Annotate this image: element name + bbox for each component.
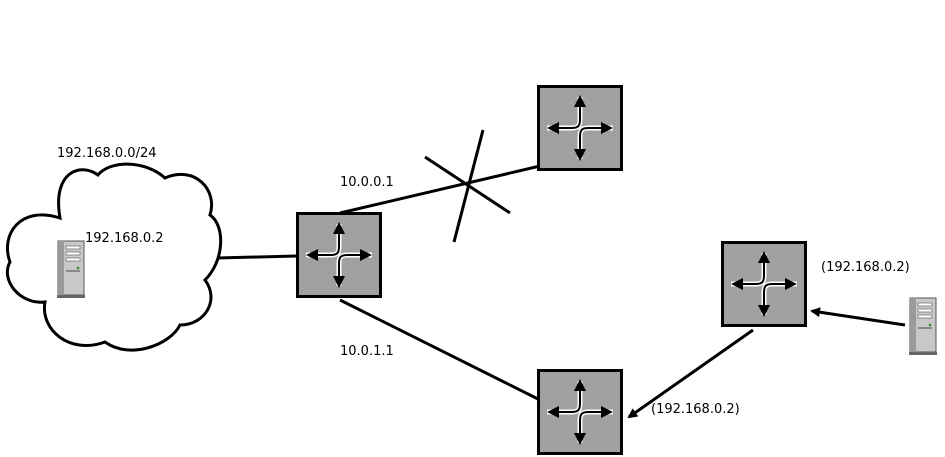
- server-icon[interactable]: [56, 240, 86, 299]
- cloud-network-label: 192.168.0.0/24: [57, 146, 157, 161]
- router-icon[interactable]: [723, 243, 806, 326]
- upper-link: [339, 164, 541, 215]
- cloud-to-router-link: [216, 254, 298, 260]
- server-to-right-router-arrow: [810, 307, 906, 327]
- lower-link-label: 10.0.1.1: [340, 344, 394, 359]
- cloud-host-label: 192.168.0.2: [85, 231, 164, 246]
- router-icon[interactable]: [298, 214, 381, 297]
- right-router-to-bottom-router-arrow: [627, 328, 754, 419]
- link-failure-x-mark-b: [452, 129, 485, 243]
- lower-link: [339, 298, 541, 402]
- router-icon[interactable]: [539, 371, 622, 454]
- router-icon[interactable]: [539, 87, 622, 170]
- server-icon[interactable]: [908, 297, 938, 356]
- cloud-icon: [5, 162, 223, 352]
- right-host-label: (192.168.0.2): [821, 260, 910, 275]
- upper-link-label: 10.0.0.1: [340, 175, 394, 190]
- bottom-router-label: (192.168.0.2): [651, 402, 740, 417]
